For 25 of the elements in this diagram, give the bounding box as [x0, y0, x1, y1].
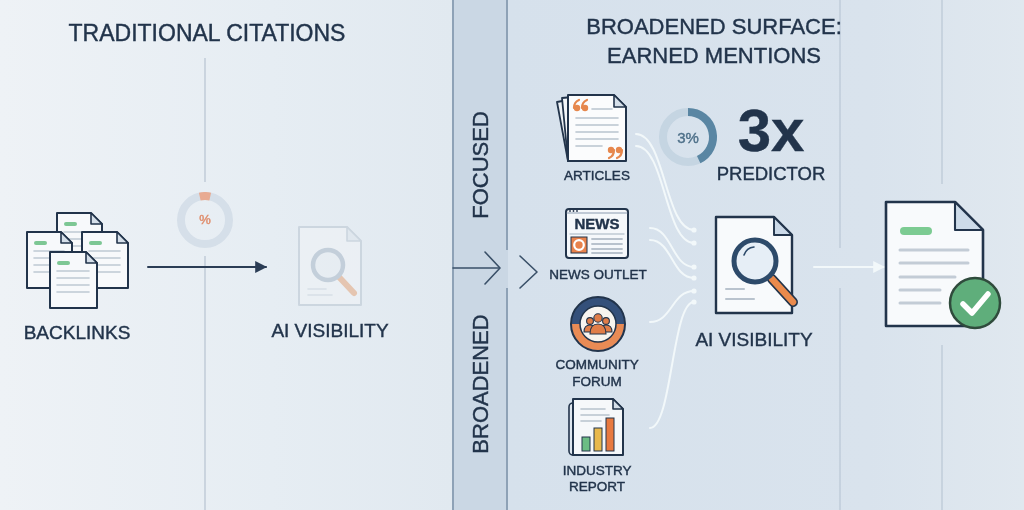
section-heading: BROADENED SURFACE: EARNED MENTIONS [585, 12, 843, 70]
stat-caption: PREDICTOR [716, 162, 826, 184]
connector-line [635, 133, 697, 233]
side-band [452, 0, 508, 510]
node-label: COMMUNITY FORUM [555, 355, 639, 390]
vertical-label: FOCUSED [468, 111, 494, 219]
node-label: AI VISIBILITY [695, 329, 813, 352]
connector-line [649, 227, 697, 270]
node-label: BACKLINKS [23, 322, 131, 345]
connector-line [649, 288, 697, 323]
ring-value: % [199, 212, 211, 228]
connector-line [649, 299, 697, 429]
connector-line [649, 239, 697, 281]
arrow [147, 261, 268, 273]
vertical-label: BROADENED [468, 314, 494, 454]
arrow [813, 261, 886, 273]
stat-value: 3x [737, 100, 805, 161]
masthead-text: NEWS [574, 215, 620, 233]
node-label: NEWS OUTLET [549, 267, 647, 283]
node-label: INDUSTRY REPORT [562, 462, 632, 496]
connector-line [635, 145, 697, 246]
node-label: AI VISIBILITY [271, 320, 389, 343]
section-heading: TRADITIONAL CITATIONS [68, 20, 346, 47]
ring-value: 3% [677, 128, 699, 146]
node-label: ARTICLES [564, 168, 630, 184]
